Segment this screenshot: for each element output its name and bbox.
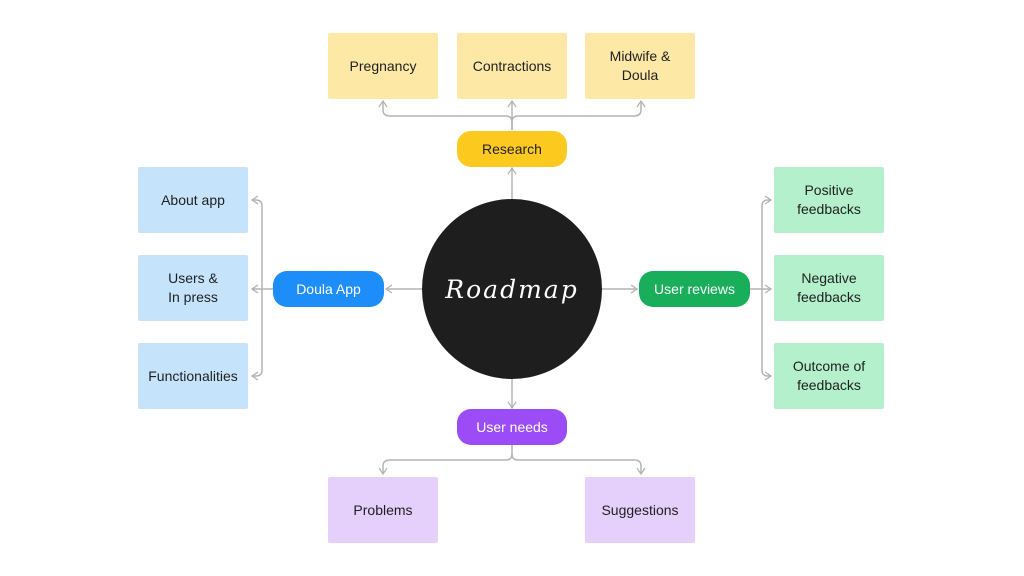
note-negative-feedbacks: Negative feedbacks — [774, 255, 884, 321]
arrow-needs-to-problems — [378, 445, 513, 476]
user-reviews-pill: User reviews — [639, 271, 750, 307]
note-pregnancy: Pregnancy — [328, 33, 438, 99]
arrow-research-to-pregnancy — [378, 99, 513, 130]
user-needs-pill: User needs — [457, 409, 567, 445]
arrow-research-to-midwife — [511, 99, 646, 123]
roadmap-center-circle: Roadmap — [422, 199, 602, 379]
doula-app-pill: Doula App — [273, 271, 384, 307]
note-contractions: Contractions — [457, 33, 567, 99]
note-positive-feedbacks: Positive feedbacks — [774, 167, 884, 233]
note-users-in-press: Users & In press — [138, 255, 248, 321]
arrow-reviews-to-positive — [761, 195, 773, 289]
arrow-reviews-to-outcome — [761, 289, 773, 381]
note-suggestions: Suggestions — [585, 477, 695, 543]
arrow-doula-to-about — [250, 195, 263, 289]
note-about-app: About app — [138, 167, 248, 233]
research-pill: Research — [457, 131, 567, 167]
arrow-doula-to-functionalities — [250, 289, 263, 381]
note-functionalities: Functionalities — [138, 343, 248, 409]
arrow-needs-to-suggestions — [511, 453, 646, 476]
roadmap-title: Roadmap — [445, 274, 579, 304]
note-problems: Problems — [328, 477, 438, 543]
note-outcome-of-feedbacks: Outcome of feedbacks — [774, 343, 884, 409]
note-midwife-doula: Midwife & Doula — [585, 33, 695, 99]
